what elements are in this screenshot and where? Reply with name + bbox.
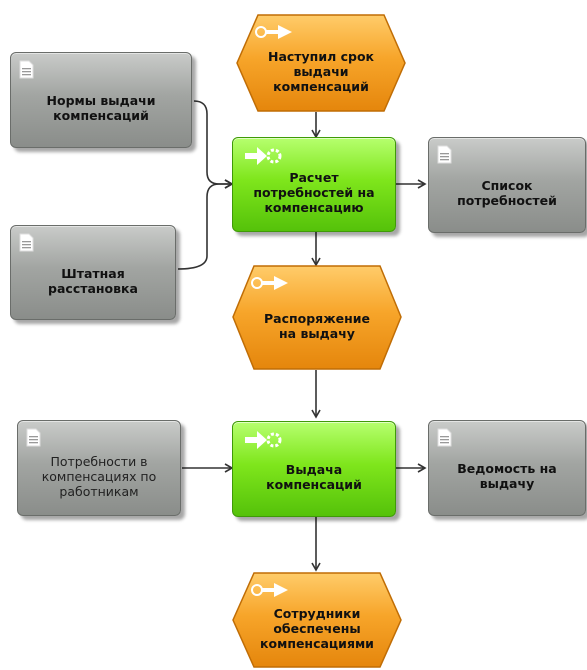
doc-norms[interactable]: Нормы выдачи компенсаций bbox=[10, 52, 192, 148]
event-deadline[interactable]: Наступил срок выдачи компенсаций bbox=[236, 14, 406, 112]
function-issue-label: Выдача компенсаций bbox=[266, 462, 362, 492]
event-arrow-icon bbox=[251, 276, 288, 290]
event-order-label: Распоряжение на выдачу bbox=[264, 310, 370, 341]
function-gear-icon bbox=[245, 431, 282, 449]
doc-statement[interactable]: Ведомость на выдачу bbox=[428, 420, 586, 516]
event-arrow-icon bbox=[255, 25, 292, 39]
doc-needs-by-employee-label: Потребности в компенсациях по работникам bbox=[41, 453, 157, 499]
event-hexagon-shape bbox=[236, 14, 406, 112]
connector-staff-to-calc bbox=[177, 179, 234, 270]
event-hexagon-shape bbox=[232, 265, 402, 370]
function-issue[interactable]: Выдача компенсаций bbox=[232, 421, 396, 517]
connector-norms-to-calc bbox=[193, 100, 234, 189]
event-deadline-label: Наступил срок выдачи компенсаций bbox=[267, 48, 375, 94]
event-arrow-icon bbox=[251, 583, 288, 597]
document-icon bbox=[26, 428, 41, 447]
doc-norms-label: Нормы выдачи компенсаций bbox=[46, 93, 156, 123]
event-provided[interactable]: Сотрудники обеспечены компенсациями bbox=[232, 572, 402, 668]
document-icon bbox=[437, 428, 452, 447]
event-provided-label: Сотрудники обеспечены компенсациями bbox=[260, 605, 374, 651]
doc-staff[interactable]: Штатная расстановка bbox=[10, 225, 176, 320]
event-order[interactable]: Распоряжение на выдачу bbox=[232, 265, 402, 370]
function-calc[interactable]: Расчет потребностей на компенсацию bbox=[232, 137, 396, 232]
doc-staff-label: Штатная расстановка bbox=[48, 265, 138, 296]
document-icon bbox=[19, 233, 34, 252]
doc-needs-by-employee[interactable]: Потребности в компенсациях по работникам bbox=[17, 420, 181, 516]
document-icon bbox=[19, 60, 34, 79]
doc-needs-list-label: Список потребностей bbox=[457, 178, 557, 208]
doc-needs-list[interactable]: Список потребностей bbox=[428, 137, 586, 233]
function-gear-icon bbox=[245, 147, 282, 165]
document-icon bbox=[437, 145, 452, 164]
function-calc-label: Расчет потребностей на компенсацию bbox=[253, 170, 375, 215]
doc-statement-label: Ведомость на выдачу bbox=[457, 461, 557, 491]
